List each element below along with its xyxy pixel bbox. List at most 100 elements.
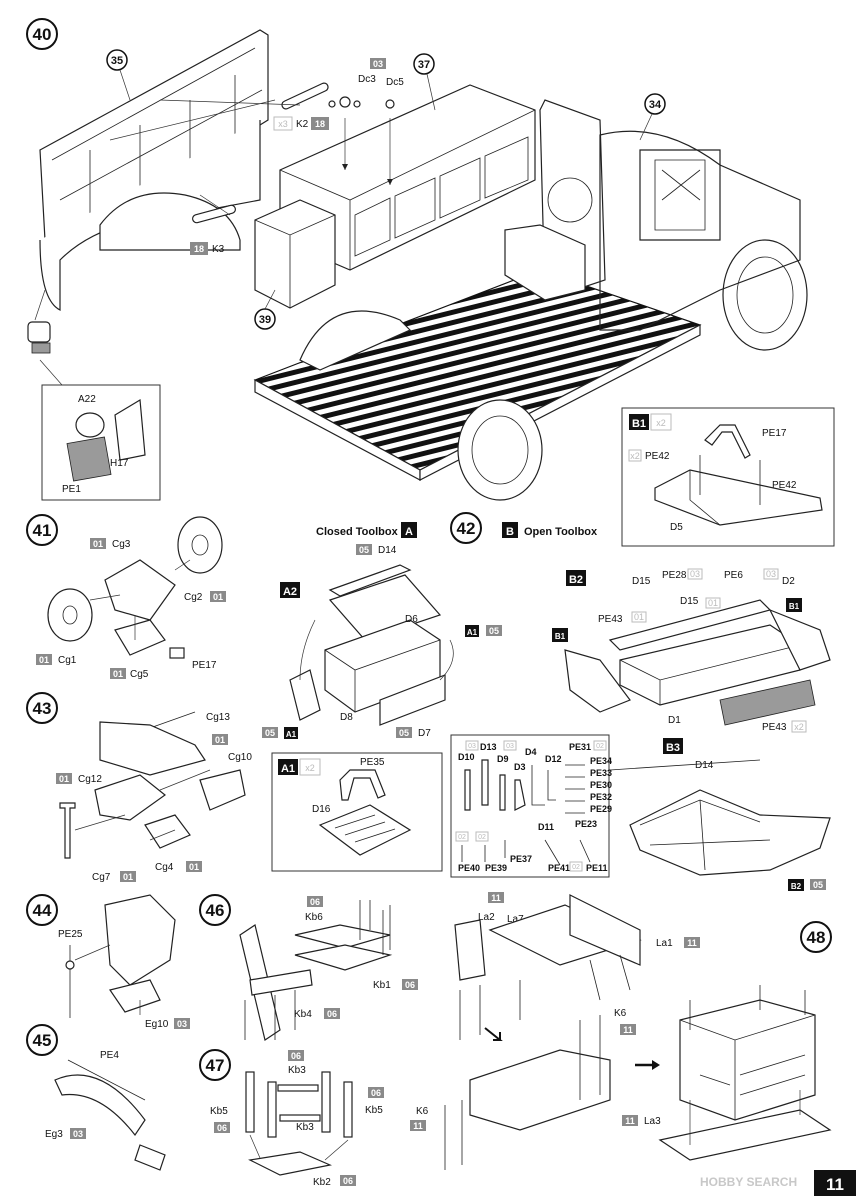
qty-x3-badge xyxy=(273,116,293,131)
svg-text:06: 06 xyxy=(371,1088,381,1098)
callout-37: 37 xyxy=(413,53,436,111)
b2-d15a-label: D15 xyxy=(632,576,651,587)
svg-text:02: 02 xyxy=(478,834,486,841)
b1-tag: B1 xyxy=(632,418,646,430)
svg-text:PE37: PE37 xyxy=(510,854,532,864)
callout-34: 34 xyxy=(639,93,666,141)
closed-toolbox-label: Closed Toolbox xyxy=(316,526,399,538)
svg-text:01: 01 xyxy=(93,539,103,549)
open-toolbox-letter: B xyxy=(506,526,514,538)
svg-text:11: 11 xyxy=(687,938,697,948)
svg-text:PE30: PE30 xyxy=(590,780,612,790)
svg-text:05: 05 xyxy=(265,728,275,738)
eg10-label: Eg10 xyxy=(145,1019,169,1030)
eg3-label: Eg3 xyxy=(45,1129,63,1140)
svg-text:06: 06 xyxy=(343,1176,353,1186)
grinder-wheel-left xyxy=(47,588,93,642)
step-45: 45 PE4 Eg3 03 xyxy=(26,1024,166,1171)
k6b-label: K6 xyxy=(416,1106,429,1117)
kb3a-label: Kb3 xyxy=(288,1065,306,1076)
cab xyxy=(504,99,801,331)
pe1-label: PE1 xyxy=(62,484,81,495)
cg4-label: Cg4 xyxy=(155,862,174,873)
svg-text:01: 01 xyxy=(213,592,223,602)
open-toolbox-assembled xyxy=(629,789,831,876)
kb5a-label: Kb5 xyxy=(210,1106,228,1117)
step-41-number: 41 xyxy=(33,521,52,540)
cabinet-body-exploded xyxy=(469,1049,611,1131)
workbench-cabinet xyxy=(279,84,536,271)
step-40-number: 40 xyxy=(33,25,52,44)
dc5-label: Dc5 xyxy=(386,77,404,88)
step-45-number: 45 xyxy=(33,1031,52,1050)
svg-text:D11: D11 xyxy=(538,822,554,832)
cg10-label: Cg10 xyxy=(228,752,252,763)
k2-bar xyxy=(281,82,329,110)
svg-text:03: 03 xyxy=(177,1019,187,1029)
svg-text:03: 03 xyxy=(468,743,476,750)
sprue-18b-badge xyxy=(190,242,208,255)
step-42-number: 42 xyxy=(457,519,476,538)
svg-text:02: 02 xyxy=(596,743,604,750)
svg-text:PE29: PE29 xyxy=(590,804,612,814)
b1-pe17-label: PE17 xyxy=(762,428,787,439)
svg-text:35: 35 xyxy=(111,55,123,67)
k2-label: K2 xyxy=(296,119,309,130)
step-40-badge xyxy=(26,18,58,50)
svg-text:PE41: PE41 xyxy=(548,863,570,873)
rear-wheel xyxy=(457,399,543,501)
step-47: 47 06 Kb3 Kb5 06 06 Kb5 Kb3 Kb2 06 xyxy=(199,1049,384,1188)
svg-text:05: 05 xyxy=(813,880,823,890)
b2-pe43b-label: PE43 xyxy=(762,722,787,733)
svg-text:02: 02 xyxy=(458,834,466,841)
la7-label: La7 xyxy=(507,914,524,925)
b2-tag: B2 xyxy=(569,574,583,586)
b2-d2-label: D2 xyxy=(782,576,795,587)
svg-text:D3: D3 xyxy=(514,762,526,772)
step-41: 41 01 Cg3 Cg2 01 01 Cg1 01 Cg5 PE17 xyxy=(26,514,226,680)
a1-pe35-label: PE35 xyxy=(360,757,385,768)
svg-text:01: 01 xyxy=(59,774,69,784)
k3-label: K3 xyxy=(212,244,225,255)
k6a-label: K6 xyxy=(614,1008,627,1019)
svg-text:01: 01 xyxy=(189,862,199,872)
svg-text:05: 05 xyxy=(489,626,499,636)
hacksaw-frame xyxy=(54,1074,146,1137)
step-44: 44 PE25 Eg10 03 xyxy=(26,894,190,1030)
svg-text:39: 39 xyxy=(259,314,271,326)
svg-text:05: 05 xyxy=(359,545,369,555)
b2-pe6-label: PE6 xyxy=(724,570,743,581)
cabinet-side-left xyxy=(454,919,486,981)
la2-label: La2 xyxy=(478,912,495,923)
pe4-label: PE4 xyxy=(100,1050,119,1061)
stool-rung xyxy=(277,1084,319,1092)
svg-text:D10: D10 xyxy=(458,752,475,762)
svg-text:B1: B1 xyxy=(555,632,566,641)
svg-text:A1: A1 xyxy=(467,628,478,637)
svg-text:PE23: PE23 xyxy=(575,819,597,829)
vise-body xyxy=(99,721,206,776)
svg-text:03: 03 xyxy=(506,743,514,750)
svg-text:37: 37 xyxy=(418,59,430,71)
svg-text:03: 03 xyxy=(690,569,700,579)
a2-d14-label: D14 xyxy=(378,545,397,556)
step-48: 48 11 La2 La7 La1 11 K6 11 K6 11 11 La3 xyxy=(410,892,832,1170)
step-43-number: 43 xyxy=(33,699,52,718)
la3-label: La3 xyxy=(644,1116,661,1127)
pe1-plate xyxy=(66,436,112,482)
dc3-label: Dc3 xyxy=(358,74,376,85)
step-42: Closed Toolbox A 42 B Open Toolbox B1 x2… xyxy=(262,407,835,891)
cabinet-base-plate xyxy=(658,1109,832,1161)
front-wheel xyxy=(722,239,808,351)
arrow-down-right xyxy=(484,1027,503,1041)
cg13-label: Cg13 xyxy=(206,712,230,723)
b3-tag: B3 xyxy=(666,742,680,754)
a1-tag: A1 xyxy=(281,763,295,775)
open-toolbox-label: Open Toolbox xyxy=(524,526,598,538)
svg-text:06: 06 xyxy=(327,1009,337,1019)
step-40: 40 xyxy=(26,18,808,501)
svg-text:11: 11 xyxy=(413,1121,423,1131)
svg-text:03: 03 xyxy=(766,569,776,579)
svg-text:x2: x2 xyxy=(630,451,640,461)
